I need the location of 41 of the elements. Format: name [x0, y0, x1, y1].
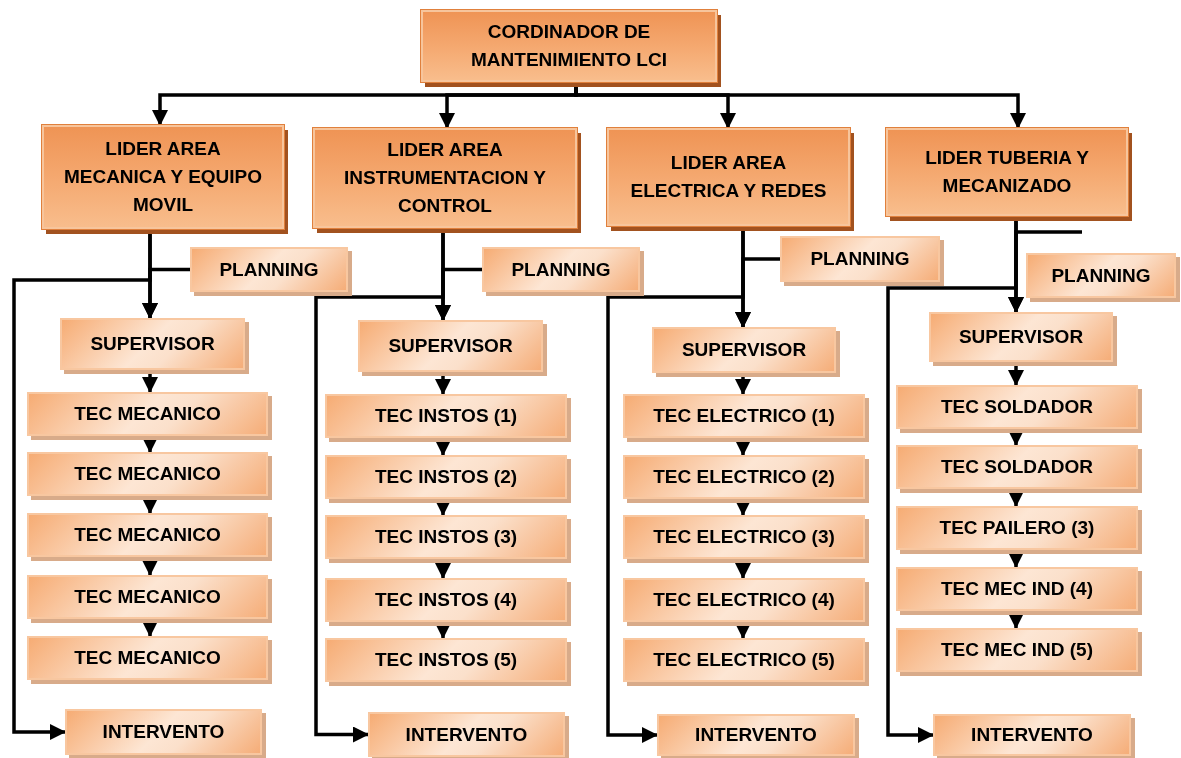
position-label: TEC ELECTRICO (4): [653, 589, 835, 611]
position-label: TEC INSTOS (3): [374, 526, 518, 548]
position-label: TEC MECANICO: [74, 524, 221, 546]
position-label: TEC MECANICO: [74, 647, 221, 669]
position-label: PLANNING: [219, 258, 319, 281]
position-label: SUPERVISOR: [958, 326, 1084, 348]
position-label: INTERVENTO: [102, 721, 225, 743]
position-label: TEC MECANICO: [74, 403, 221, 425]
position-label: INTERVENTO: [971, 724, 1093, 746]
position-label: PLANNING: [810, 248, 910, 270]
position-label: INTERVENTO: [695, 724, 817, 746]
position-label: PLANNING: [511, 258, 611, 281]
position-label: TEC INSTOS (4): [374, 589, 518, 611]
connector-arrow: [1008, 230, 1082, 313]
position-label: INTERVENTO: [405, 723, 528, 746]
position-label: SUPERVISOR: [388, 335, 513, 357]
position-label: TEC ELECTRICO (1): [653, 405, 835, 427]
position-label: PLANNING: [1051, 264, 1151, 287]
position-label: LIDER TUBERIA Y MECANIZADO: [924, 146, 1090, 198]
position-label: CORDINADOR DE MANTENIMIENTO LCI: [470, 20, 668, 72]
position-label: TEC MEC IND (5): [941, 639, 1093, 661]
position-label: LIDER AREA ELECTRICA Y REDES: [629, 151, 828, 203]
position-label: TEC SOLDADOR: [941, 456, 1093, 478]
position-label: TEC SOLDADOR: [941, 396, 1093, 418]
position-label: TEC PAILERO (3): [939, 517, 1095, 539]
position-label: TEC MECANICO: [74, 586, 221, 608]
position-label: TEC INSTOS (1): [374, 405, 518, 427]
position-label: LIDER AREA MECANICA Y EQUIPO MOVIL: [62, 137, 264, 217]
position-label: TEC INSTOS (5): [374, 649, 518, 671]
position-label: SUPERVISOR: [681, 339, 807, 361]
position-label: TEC MECANICO: [74, 463, 221, 485]
position-label: TEC ELECTRICO (5): [653, 649, 835, 671]
position-label: TEC ELECTRICO (2): [653, 466, 835, 488]
position-label: LIDER AREA INSTRUMENTACION Y CONTROL: [343, 138, 547, 218]
position-label: SUPERVISOR: [90, 333, 215, 355]
position-label: TEC ELECTRICO (3): [653, 526, 835, 548]
position-label: TEC INSTOS (2): [374, 466, 518, 488]
connector-arrow: [142, 267, 190, 319]
connector-arrow: [735, 257, 780, 328]
position-label: TEC MEC IND (4): [941, 578, 1093, 600]
connector-arrow: [435, 267, 482, 321]
